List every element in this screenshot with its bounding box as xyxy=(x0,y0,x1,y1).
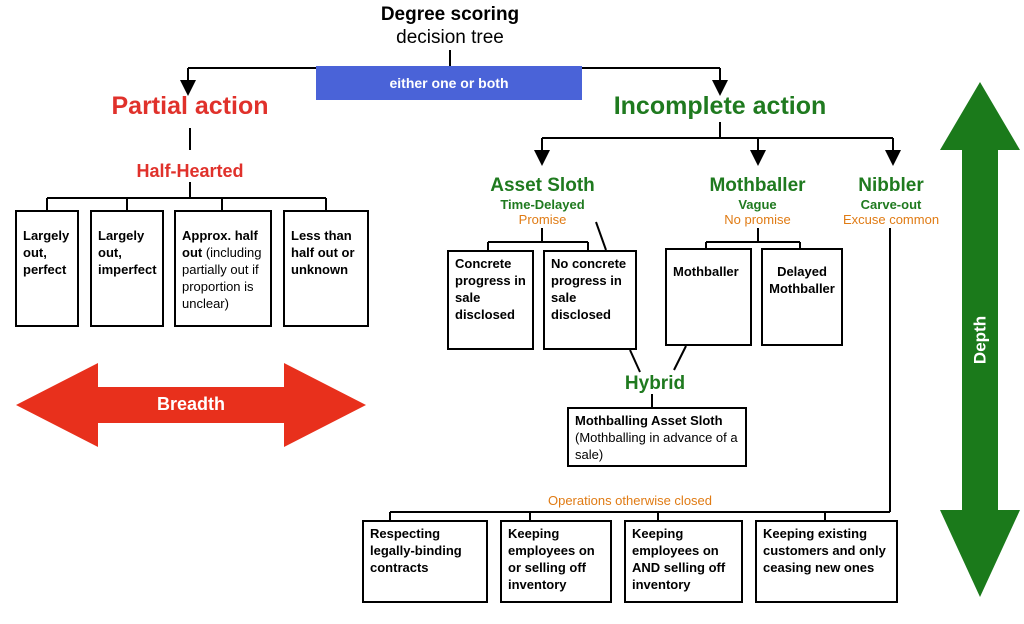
asset-sloth-note: Promise xyxy=(518,212,567,227)
banner-label: either one or both xyxy=(389,75,509,91)
depth-arrow xyxy=(940,82,1020,597)
diagram-subtitle: decision tree xyxy=(396,27,504,48)
mothballer-box: Mothballer xyxy=(665,248,752,346)
asset-sloth-box-text: Concrete progress in sale disclosed xyxy=(455,256,526,322)
mothballer-title: Mothballer xyxy=(709,175,806,196)
partial-box-text: Largely out, perfect xyxy=(23,228,70,277)
asset-sloth-title: Asset Sloth xyxy=(490,175,595,196)
mothballer-box-text: Delayed Mothballer xyxy=(769,264,835,296)
either-one-or-both-banner xyxy=(316,66,582,100)
mothballing-asset-sloth-box: Mothballing Asset Sloth (Mothballing in … xyxy=(567,407,747,467)
breadth-label: Breadth xyxy=(156,394,225,414)
partial-box-largely-out-perfect: Largely out, perfect xyxy=(15,210,79,327)
half-hearted-label: Half-Hearted xyxy=(136,161,244,181)
incomplete-action-title: Incomplete action xyxy=(613,92,827,120)
partial-box-text: Largely out, imperfect xyxy=(98,228,157,277)
nibbler-sub: Carve-out xyxy=(860,197,922,212)
hybrid-title: Hybrid xyxy=(624,373,686,394)
operations-box-text: Keeping existing customers and only ceas… xyxy=(763,526,886,575)
nibbler-title: Nibbler xyxy=(858,175,924,196)
asset-sloth-sub: Time-Delayed xyxy=(500,197,585,212)
partial-box-approx-half-out: Approx. half out (including partially ou… xyxy=(174,210,272,327)
mothballer-note: No promise xyxy=(724,212,791,227)
partial-action-title: Partial action xyxy=(111,92,269,120)
hybrid-box-note: (Mothballing in advance of a sale) xyxy=(575,429,738,462)
mothballer-box-text: Mothballer xyxy=(673,264,739,279)
depth-label: Depth xyxy=(970,315,990,365)
operations-box-employees-and-inventory: Keeping employees on AND selling off inv… xyxy=(624,520,743,603)
operations-box-text: Keeping employees on or selling off inve… xyxy=(508,526,595,592)
mothballer-sub: Vague xyxy=(738,197,777,212)
operations-box-contracts: Respecting legally-binding contracts xyxy=(362,520,488,603)
hybrid-box-text: Mothballing Asset Sloth xyxy=(575,413,723,428)
operations-box-text: Respecting legally-binding contracts xyxy=(370,526,462,575)
nibbler-note: Excuse common xyxy=(842,212,940,227)
partial-box-text: Less than half out or unknown xyxy=(291,228,355,277)
no-concrete-progress-box: No concrete progress in sale disclosed xyxy=(543,250,637,350)
operations-box-existing-customers: Keeping existing customers and only ceas… xyxy=(755,520,898,603)
diagram-title: Degree scoring xyxy=(380,4,520,25)
partial-box-largely-out-imperfect: Largely out, imperfect xyxy=(90,210,164,327)
partial-box-note: (including partially out if proportion i… xyxy=(182,244,262,311)
operations-box-text: Keeping employees on AND selling off inv… xyxy=(632,526,726,592)
depth-label-text: Depth xyxy=(970,315,990,365)
concrete-progress-box: Concrete progress in sale disclosed xyxy=(447,250,534,350)
asset-sloth-box-text: No concrete progress in sale disclosed xyxy=(551,256,627,322)
breadth-arrow xyxy=(16,363,366,447)
operations-label: Operations otherwise closed xyxy=(547,493,713,508)
operations-box-employees-or-inventory: Keeping employees on or selling off inve… xyxy=(500,520,612,603)
partial-box-less-than-half: Less than half out or unknown xyxy=(283,210,369,327)
delayed-mothballer-box: Delayed Mothballer xyxy=(761,248,843,346)
partial-box-text: Approx. half out xyxy=(182,228,258,260)
